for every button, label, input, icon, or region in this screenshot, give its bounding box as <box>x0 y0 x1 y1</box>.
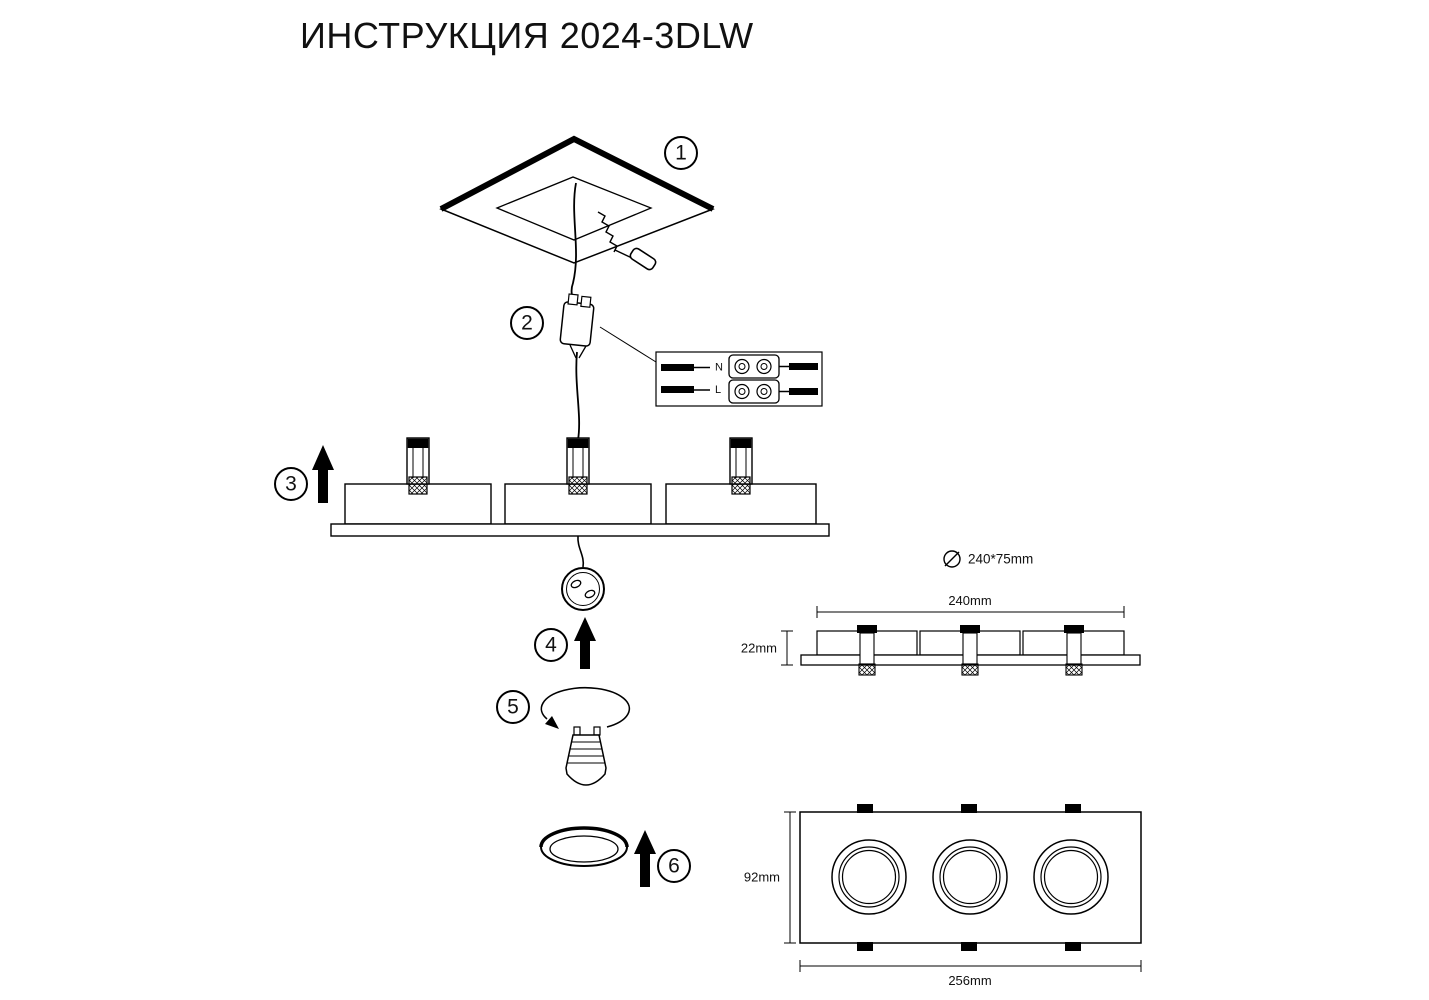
screw-head-icon <box>943 550 961 568</box>
gu10-lamp-drawing <box>565 726 607 786</box>
front-view-drawing: 92mm 256mm <box>744 804 1142 988</box>
step-1-number: 1 <box>675 142 687 165</box>
terminal-detail-callout: N L <box>655 351 823 407</box>
side-clip-1 <box>856 624 878 676</box>
gu10-socket-drawing <box>561 567 605 611</box>
side-clip-2 <box>959 624 981 676</box>
up-arrow-step6 <box>634 830 656 887</box>
step-5-number: 5 <box>507 696 519 719</box>
step-4-badge: 4 <box>534 628 568 662</box>
side-clip-3 <box>1063 624 1085 676</box>
step-2-badge: 2 <box>510 306 544 340</box>
dim-240mm-label: 240mm <box>948 593 991 608</box>
wire-connector-drawing <box>559 293 595 359</box>
trim-ring-drawing <box>539 826 629 867</box>
dim-22mm-label: 22mm <box>741 641 777 656</box>
step-2-number: 2 <box>521 312 533 335</box>
step-4-number: 4 <box>545 634 557 657</box>
cutout-size-label: 240*75mm <box>968 552 1033 567</box>
step-3-badge: 3 <box>274 467 308 501</box>
spring-clip-3 <box>729 437 753 495</box>
fixture-wire <box>575 351 581 441</box>
terminal-n-label: N <box>715 362 723 374</box>
step-6-badge: 6 <box>657 849 691 883</box>
socket-wire <box>577 535 585 568</box>
terminal-l-label: L <box>715 384 721 396</box>
page-title: ИНСТРУКЦИЯ 2024-3DLW <box>300 15 754 56</box>
dim-256mm-label: 256mm <box>948 973 991 988</box>
callout-line <box>599 326 657 363</box>
up-arrow-step4 <box>574 617 596 669</box>
step-6-number: 6 <box>668 855 680 878</box>
side-view-drawing: 240mm 22mm <box>741 593 1141 676</box>
dim-92mm-label: 92mm <box>744 870 780 885</box>
step-3-number: 3 <box>285 473 297 496</box>
step-5-badge: 5 <box>496 690 530 724</box>
spring-clip-2 <box>566 437 590 495</box>
rotate-arrow <box>540 686 631 729</box>
cutting-tool-icon <box>597 211 657 271</box>
cutout-size-note: 240*75mm <box>943 550 1033 568</box>
fixture-body-drawing <box>330 437 830 537</box>
spring-clip-1 <box>406 437 430 495</box>
up-arrow-step3 <box>312 445 334 503</box>
step-1-badge: 1 <box>664 136 698 170</box>
